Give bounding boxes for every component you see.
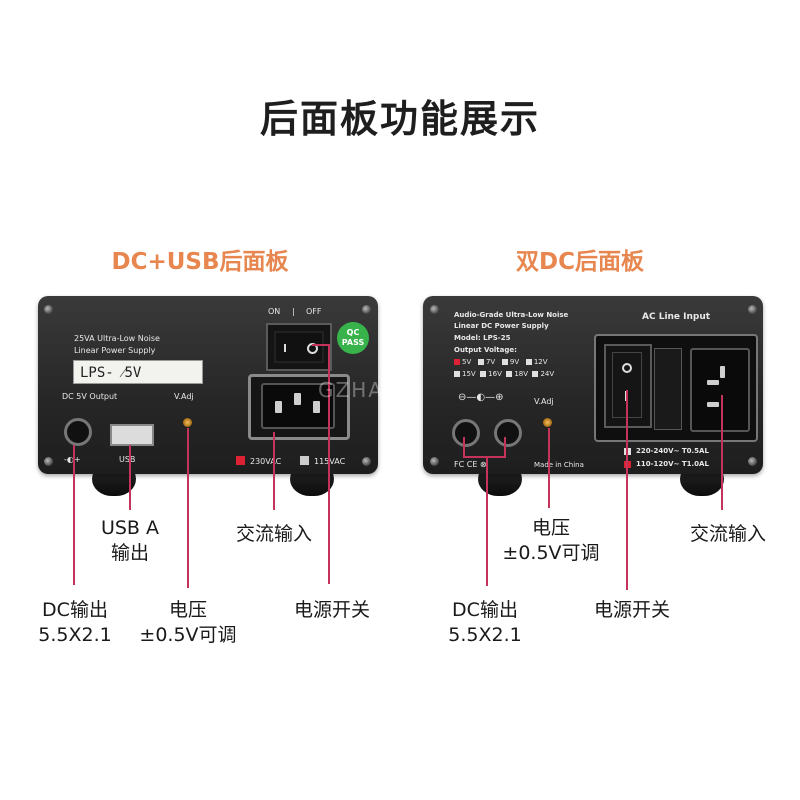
volt-12v: 12V: [533, 358, 548, 366]
ac-line-input-label: AC Line Input: [642, 312, 711, 322]
right-brand-line-1: Audio-Grade Ultra-Low Noise: [454, 311, 569, 319]
right-voltage-adjust-pot[interactable]: [543, 418, 552, 427]
left-power-switch[interactable]: [266, 323, 332, 371]
usb-annotation: USB A 输出: [90, 516, 170, 566]
fuse-rating-2: 110-120V~ T1.0AL: [636, 460, 709, 468]
pass-text: PASS: [341, 338, 365, 347]
screw-icon: [430, 305, 439, 314]
right-switch-annotation: 电源开关: [593, 599, 670, 621]
certification-marks: FC CE ⊗: [454, 460, 487, 469]
dc-polarity-icon: ⊖—◐—⊕: [458, 392, 504, 403]
dc-output-jack-1[interactable]: [452, 419, 480, 447]
leader-line-usb: [129, 445, 131, 510]
screw-icon: [748, 457, 757, 466]
page-title: 后面板功能展示: [259, 97, 540, 141]
dc-polarity-label: -◐+: [64, 455, 81, 464]
rocker-icon: [274, 331, 324, 363]
qc-text: QC: [346, 328, 360, 337]
model-label: Model: LPS-25: [454, 334, 511, 342]
right-iec-ac-inlet[interactable]: [690, 348, 750, 432]
leader-line-switch: [328, 344, 330, 584]
brand-line-2: Linear Power Supply: [74, 346, 156, 355]
usb-label: USB: [119, 455, 136, 464]
volt-15v: 15V: [462, 370, 476, 378]
fuse-rating-1: 220-240V~ T0.5AL: [636, 447, 709, 455]
vadj-annotation-line-2: ±0.5V可调: [139, 624, 237, 646]
volt-7v: 7V: [485, 358, 496, 366]
leader-line-switch: [626, 390, 628, 590]
leader-line-dc1: [463, 437, 465, 457]
volt-5v: 5V: [462, 358, 472, 366]
made-in-label: Made in China: [534, 461, 584, 469]
leader-line-vadj: [548, 428, 550, 508]
screw-icon: [44, 305, 53, 314]
watermark: GZHAJIN: [318, 378, 417, 402]
screw-icon: [362, 305, 371, 314]
leader-line-dc: [486, 456, 488, 586]
right-vadj-label: V.Adj: [534, 397, 554, 406]
usb-annotation-line-1: USB A: [100, 517, 160, 539]
leader-line-ac: [273, 432, 275, 510]
voltage-select-115-indicator: [300, 456, 309, 465]
voltage-select-230-indicator: [236, 456, 245, 465]
leader-line-ac: [721, 395, 723, 510]
brand-line-1: 25VA Ultra-Low Noise: [74, 334, 160, 343]
volt-24v: 24V: [540, 370, 555, 378]
right-dc-annotation: DC输出 5.5X2.1: [440, 598, 530, 648]
left-section-title: DC+USB后面板: [111, 249, 289, 275]
left-iec-ac-inlet[interactable]: [248, 374, 350, 440]
vadj-annotation-line-1: 电压: [531, 517, 570, 539]
right-brand-line-2: Linear DC Power Supply: [454, 322, 549, 330]
voltage-adjust-pot[interactable]: [183, 418, 192, 427]
leader-line-vadj: [187, 428, 189, 588]
dc-output-label: DC 5V Output: [62, 392, 118, 401]
vadj-label: V.Adj: [174, 392, 194, 401]
dc-annotation-line-2: 5.5X2.1: [448, 624, 522, 646]
right-section-title: 双DC后面板: [516, 249, 644, 275]
screw-icon: [44, 457, 53, 466]
screw-icon: [362, 457, 371, 466]
dc-output-jack-2[interactable]: [494, 419, 522, 447]
dc-annotation-line-1: DC输出: [452, 599, 518, 621]
vadj-annotation-line-1: 电压: [168, 599, 207, 621]
dc-annotation-line-2: 5.5X2.1: [38, 624, 112, 646]
voltage-options-row-2: 15V 16V 18V 24V: [454, 370, 554, 378]
left-dc-annotation: DC输出 5.5X2.1: [30, 598, 120, 648]
voltage-options-row-1: 5V 7V 9V 12V: [454, 358, 548, 366]
voltage-230-label: 230VAC: [250, 457, 282, 466]
on-off-separator: |: [292, 307, 295, 316]
screw-icon: [430, 457, 439, 466]
fuse-holder[interactable]: [654, 348, 682, 430]
volt-18v: 18V: [514, 370, 529, 378]
leader-line-dc2: [504, 437, 506, 457]
on-label: ON: [268, 307, 281, 316]
dc-annotation-line-1: DC输出: [42, 599, 108, 621]
iec-socket: [261, 383, 335, 429]
left-switch-annotation: 电源开关: [293, 599, 370, 621]
left-ac-annotation: 交流输入: [235, 523, 312, 545]
output-voltage-label: Output Voltage:: [454, 346, 517, 354]
left-vadj-annotation: 电压 ±0.5V可调: [128, 598, 248, 648]
off-label: OFF: [306, 307, 322, 316]
usb-annotation-line-2: 输出: [110, 542, 149, 564]
screw-icon: [748, 305, 757, 314]
right-vadj-annotation: 电压 ±0.5V可调: [496, 516, 606, 566]
volt-9v: 9V: [509, 358, 520, 366]
dc-output-jack[interactable]: [64, 418, 92, 446]
model-display: LPS- ⁄5V: [73, 360, 203, 384]
leader-line-dc-join: [463, 456, 506, 458]
right-ac-annotation: 交流输入: [689, 523, 766, 545]
right-power-switch[interactable]: [604, 344, 652, 428]
leader-line-switch-h: [312, 344, 330, 346]
leader-line-dc: [73, 445, 75, 585]
usb-a-port[interactable]: [110, 424, 154, 446]
qc-pass-badge: QC PASS: [337, 322, 369, 354]
vadj-annotation-line-2: ±0.5V可调: [502, 542, 600, 564]
volt-16v: 16V: [488, 370, 502, 378]
